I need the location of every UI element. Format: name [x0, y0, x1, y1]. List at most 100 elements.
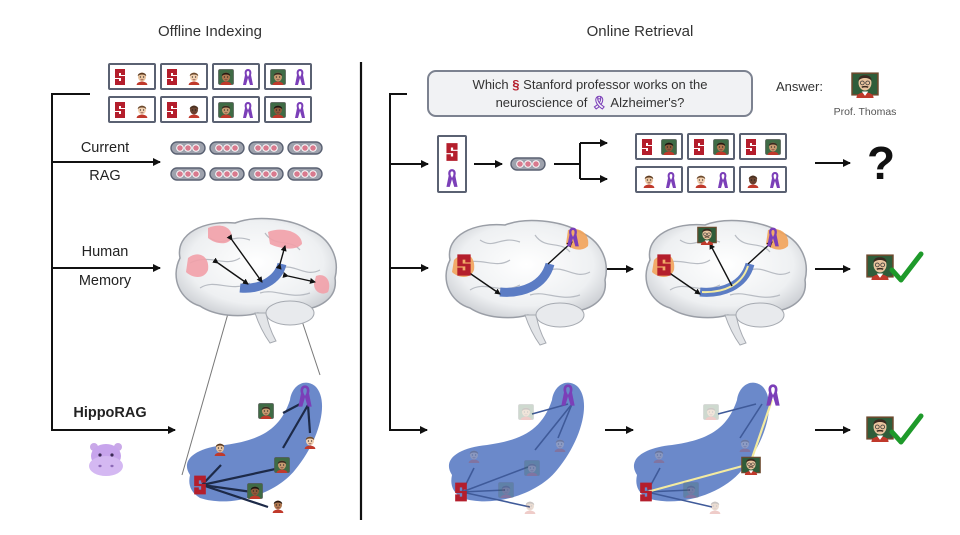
professor-icon: [866, 416, 894, 442]
stanford-node: [454, 481, 468, 508]
person-icon: [304, 436, 316, 449]
offline-indexing-title: Offline Indexing: [158, 23, 262, 40]
person-icon: [703, 404, 719, 420]
ppr-retrieval-path: [646, 399, 774, 494]
ribbon-icon: [243, 68, 253, 85]
retrieved-passage-card: [739, 133, 787, 160]
person-icon: [134, 69, 150, 85]
ribbon-node: [765, 382, 781, 413]
embedding-vector: [209, 141, 245, 160]
person-icon: [739, 439, 751, 452]
query-entity-alzheimers: Alzheimer's?: [610, 95, 685, 110]
stanford-icon: [166, 101, 178, 119]
person-icon: [188, 105, 200, 118]
retrieved-passage-card: [739, 166, 787, 193]
person-icon: [186, 69, 202, 85]
person-icon: [713, 138, 729, 155]
person-node: [683, 482, 699, 503]
stanford-icon: [640, 482, 652, 502]
ribbon-icon: [666, 171, 676, 188]
passage-card: [108, 63, 156, 90]
cortex-region: [268, 229, 302, 249]
person-icon: [745, 172, 761, 188]
person-node: [466, 447, 482, 468]
embedding-vector-icon: [510, 157, 546, 171]
embedding-vector: [287, 141, 323, 160]
passage-card: [264, 96, 312, 123]
person-icon: [188, 72, 200, 85]
passage-card: [264, 63, 312, 90]
cortex-region: [186, 254, 209, 277]
ribbon-icon: [718, 171, 728, 188]
person-node: [552, 436, 568, 457]
query-vector: [510, 157, 546, 176]
correct-answer: [866, 412, 932, 452]
query-text: professor works on the: [575, 77, 708, 92]
embedding-vector: [287, 167, 323, 186]
embedding-vector-icon: [209, 141, 245, 155]
person-icon: [136, 105, 148, 118]
embedding-vector: [248, 141, 284, 160]
embedding-vector: [170, 167, 206, 186]
ribbon-icon: [766, 384, 780, 406]
graph-edges: [201, 402, 312, 509]
person-icon: [247, 483, 263, 499]
answer-name: Prof. Thomas: [833, 106, 897, 118]
embedding-vector: [248, 167, 284, 186]
hippo-icon: [87, 441, 125, 477]
stanford-icon: [167, 68, 177, 85]
stanford-icon: [745, 138, 757, 156]
person-icon: [661, 138, 677, 155]
ribbon-icon: [767, 227, 779, 247]
person-icon: [218, 101, 234, 118]
stanford-icon: [746, 138, 756, 155]
ribbon-icon: [295, 68, 305, 85]
ribbon-icon: [766, 226, 780, 253]
person-node: [212, 440, 228, 461]
person-icon: [218, 68, 234, 85]
fork-arrow: [554, 139, 608, 183]
person-icon: [214, 443, 226, 456]
stanford-icon: [455, 482, 467, 502]
ribbon-node: [560, 382, 576, 413]
stanford-icon: [456, 253, 472, 282]
brain-retrieval-step1: [445, 219, 607, 346]
stanford-icon: [656, 253, 672, 282]
person-icon: [713, 138, 729, 155]
ribbon-icon: [295, 101, 305, 118]
passage-card: [160, 63, 208, 90]
brain-retrieval-step2: [645, 219, 807, 346]
stanford-icon: [642, 138, 652, 155]
person-icon: [134, 102, 150, 118]
ribbon-icon: [294, 101, 306, 119]
ribbon-icon: [243, 101, 253, 118]
online-retrieval-title: Online Retrieval: [586, 23, 694, 40]
correct-answer: [866, 250, 932, 290]
ribbon-icon: [446, 169, 458, 187]
answer-node: [741, 455, 761, 480]
online-bracket: [389, 93, 429, 434]
stanford-node: [639, 481, 653, 508]
person-icon: [270, 68, 286, 85]
person-icon: [186, 102, 202, 118]
stanford-icon: [641, 138, 653, 156]
retrieved-passage-card: [635, 166, 683, 193]
person-node: [258, 403, 274, 424]
ribbon-icon: [567, 227, 579, 247]
person-icon: [653, 450, 665, 463]
ribbon-node: [297, 383, 313, 414]
person-icon: [524, 460, 540, 476]
retrieved-passage-card: [687, 133, 735, 160]
person-icon: [765, 138, 781, 155]
embedding-vector-icon: [248, 167, 284, 181]
ribbon-icon: [665, 171, 677, 189]
person-node: [707, 498, 723, 519]
stanford-icon: [194, 475, 206, 495]
label-human: Human: [81, 244, 129, 260]
embedding-vector-icon: [170, 141, 206, 155]
embedding-vector: [170, 141, 206, 160]
cortex-region: [314, 275, 330, 294]
stanford-icon: [657, 254, 671, 276]
label-rag: RAG: [89, 168, 121, 184]
human-brain-illustration: [175, 217, 337, 344]
